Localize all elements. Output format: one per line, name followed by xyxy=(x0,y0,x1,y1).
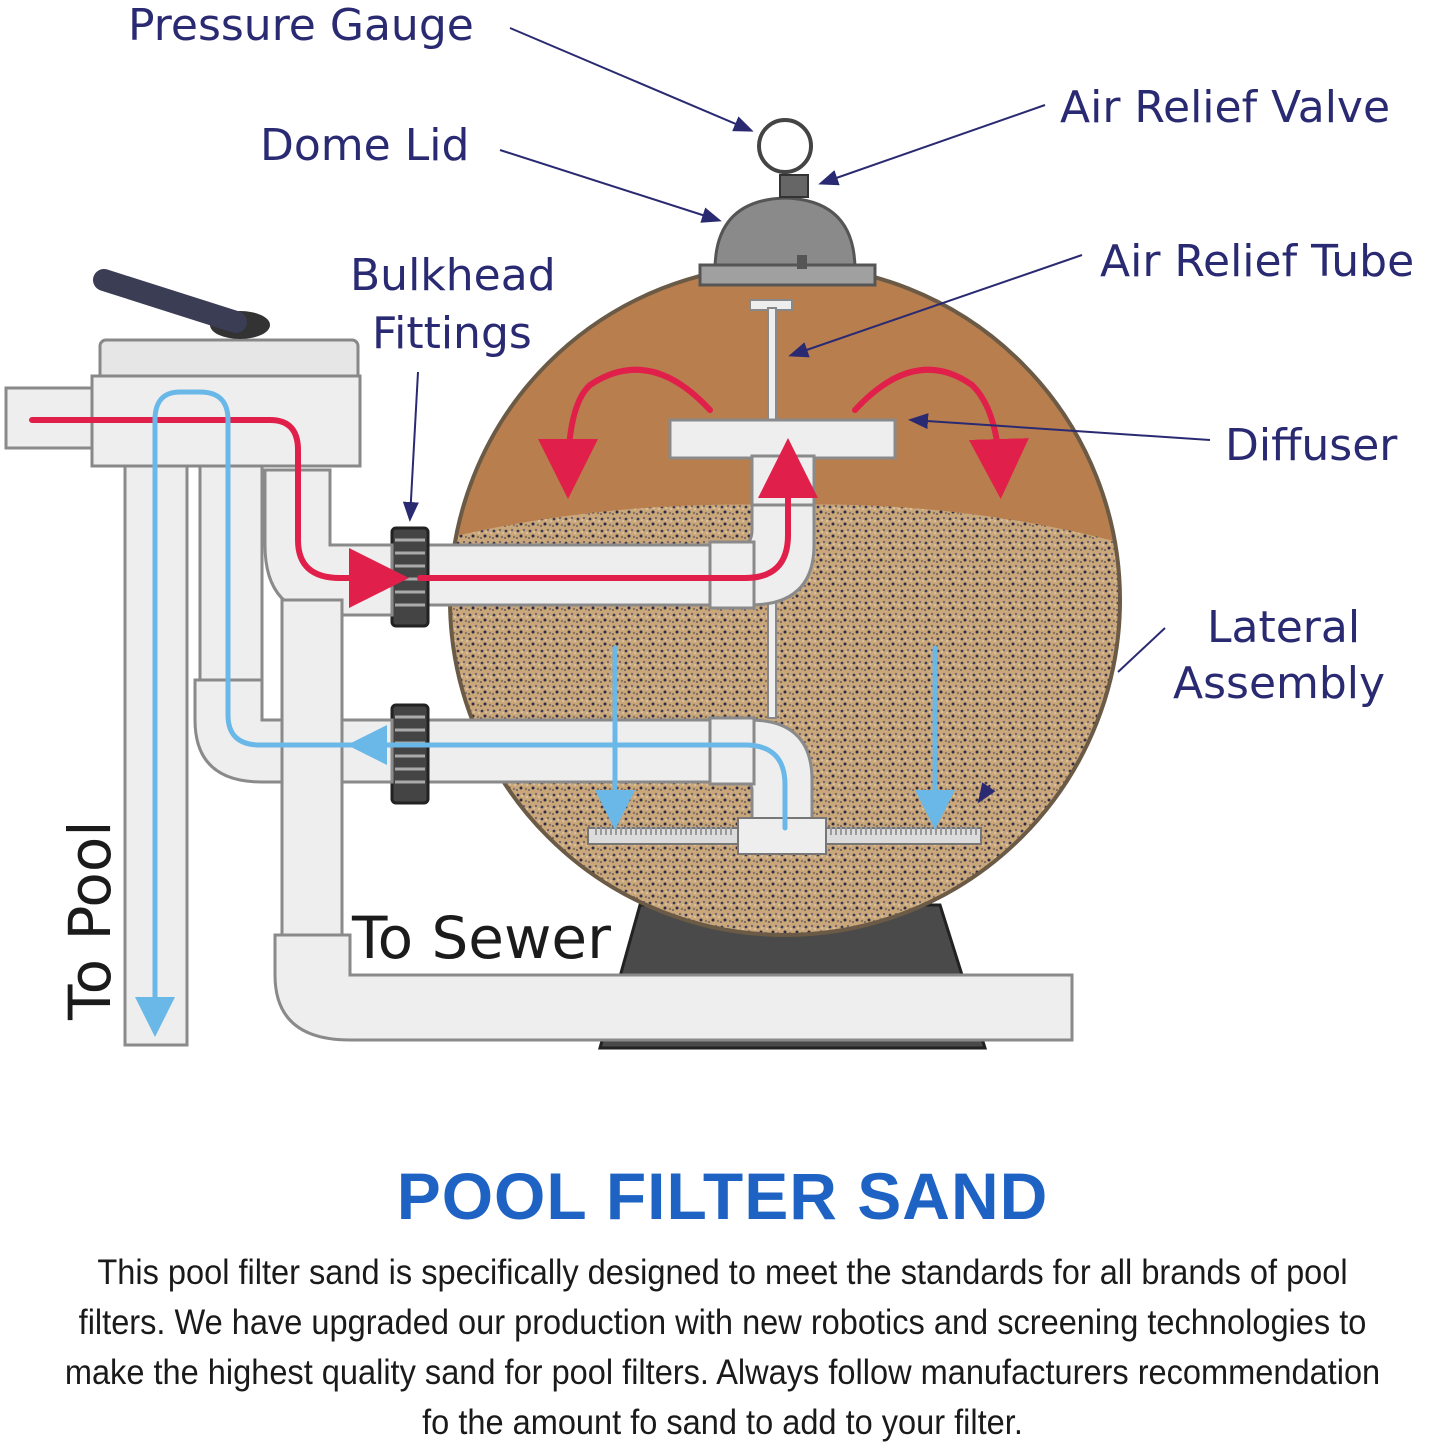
inflow-path xyxy=(29,366,1029,608)
label-to-pool: To Pool xyxy=(56,821,124,1022)
leader-lines xyxy=(402,27,1211,804)
label-air-relief-tube: Air Relief Tube xyxy=(1100,236,1414,287)
label-dome-lid: Dome Lid xyxy=(260,120,469,171)
label-lateral: Lateral xyxy=(1207,602,1360,653)
bulkhead-fitting-bottom xyxy=(390,703,430,805)
description-text: This pool filter sand is specifically de… xyxy=(64,1253,1381,1442)
label-to-sewer: To Sewer xyxy=(351,904,611,972)
lateral-assembly xyxy=(587,817,982,855)
filter-diagram: Pressure Gauge Air Relief Valve Dome Lid… xyxy=(4,0,1414,1050)
label-pressure-gauge: Pressure Gauge xyxy=(128,0,474,51)
outflow-path xyxy=(135,389,955,1037)
air-relief-valve xyxy=(779,174,809,198)
label-diffuser: Diffuser xyxy=(1225,420,1398,471)
label-air-relief-valve: Air Relief Valve xyxy=(1060,82,1390,133)
page-title: POOL FILTER SAND xyxy=(396,1159,1049,1233)
label-fittings: Fittings xyxy=(372,308,532,359)
label-bulkhead: Bulkhead xyxy=(350,250,556,301)
dome-lid xyxy=(698,196,877,287)
label-assembly: Assembly xyxy=(1173,658,1385,709)
